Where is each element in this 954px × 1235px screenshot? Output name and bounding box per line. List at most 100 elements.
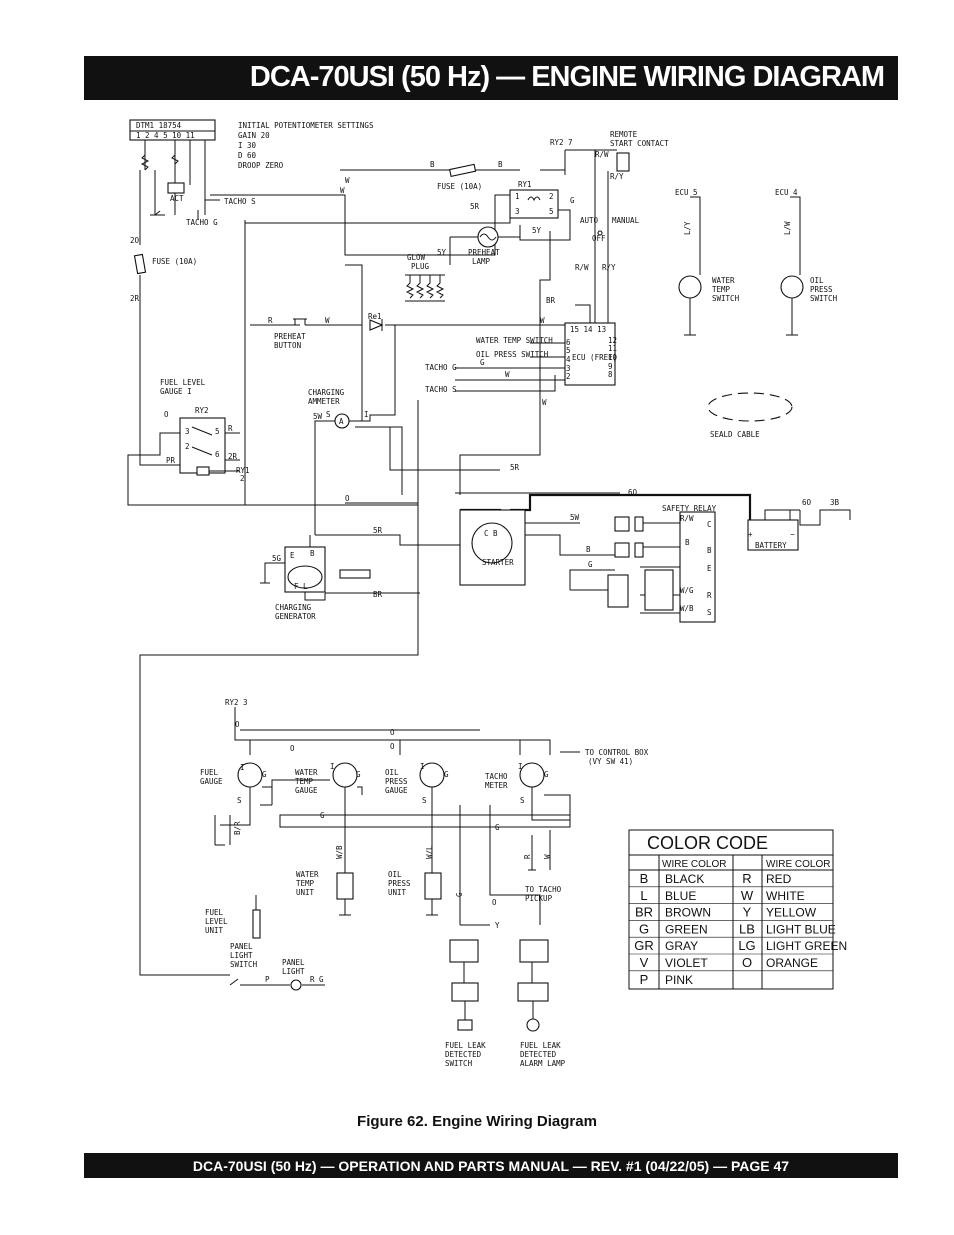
fuel-leak-switch-label-2: DETECTED <box>445 1050 482 1059</box>
color-code-left-code: G <box>639 921 649 936</box>
color-code-left-name: VIOLET <box>665 956 708 970</box>
to-tacho-label-2: PICKUP <box>525 894 553 903</box>
svg-text:6O: 6O <box>628 488 638 497</box>
svg-text:W: W <box>325 316 330 325</box>
panel-light-switch-label-2: LIGHT <box>230 951 253 960</box>
svg-text:A: A <box>339 417 344 426</box>
left-fuse-wire: 2O FUSE (10A) 2R <box>130 170 197 445</box>
color-code-right-code: O <box>742 955 752 970</box>
glow-plug-and-preheat-lamp: PREHEAT LAMP 5Y GLOW PLUG <box>405 226 520 302</box>
svg-text:2R: 2R <box>130 294 140 303</box>
panel-light-label-2: LIGHT <box>282 967 305 976</box>
governor-controller: DTM1 18754 1 2 4 5 10 11 ACT INITIAL POT… <box>129 119 374 227</box>
svg-text:R G: R G <box>310 975 324 984</box>
svg-text:R: R <box>523 854 532 859</box>
svg-text:W: W <box>505 370 510 379</box>
svg-text:G: G <box>570 196 575 205</box>
svg-text:2: 2 <box>566 372 571 381</box>
color-code-left-name: BLUE <box>665 889 696 903</box>
svg-text:R/W: R/W <box>575 263 589 272</box>
panel-light-switch-label-3: SWITCH <box>230 960 258 969</box>
panel-light-switch-label-1: PANEL <box>230 942 253 951</box>
fuel-leak-lamp-label-2: DETECTED <box>520 1050 557 1059</box>
svg-text:I: I <box>420 762 425 771</box>
svg-text:I: I <box>518 762 523 771</box>
start-contact-label: START CONTACT <box>610 139 669 148</box>
svg-text:W: W <box>340 186 345 195</box>
svg-text:5: 5 <box>566 346 571 355</box>
color-code-left-code: P <box>640 972 649 987</box>
color-code-right-code: W <box>741 888 754 903</box>
tacho-meter-label-2: METER <box>485 781 508 790</box>
svg-text:S: S <box>326 410 331 419</box>
svg-text:B: B <box>586 545 591 554</box>
svg-text:W: W <box>540 316 545 325</box>
svg-text:5: 5 <box>215 427 220 436</box>
oil-press-gauge-label-3: GAUGE <box>385 786 408 795</box>
svg-text:5G: 5G <box>272 554 282 563</box>
svg-text:G: G <box>544 770 549 779</box>
color-code-right-name: ORANGE <box>766 956 818 970</box>
preheat-button: R W W PREHEAT BUTTON Re1 <box>250 312 565 350</box>
fuel-gauge-label-1: FUEL <box>200 768 219 777</box>
tacho-g2-label: TACHO G <box>425 363 457 372</box>
center-wiring: W 5R 6O O 5R <box>139 231 638 976</box>
color-code-left-code: L <box>640 888 647 903</box>
svg-text:4: 4 <box>566 355 571 364</box>
page-header: DCA-70USI (50 Hz) — ENGINE WIRING DIAGRA… <box>84 56 898 100</box>
color-code-left-name: BROWN <box>665 906 711 920</box>
wiring-diagram-svg: DTM1 18754 1 2 4 5 10 11 ACT INITIAL POT… <box>127 119 851 1068</box>
color-code-left-code: B <box>640 871 649 886</box>
remote-label: REMOTE <box>610 130 638 139</box>
svg-text:I: I <box>364 410 369 419</box>
preheat-lamp-label-1: PREHEAT <box>468 248 500 257</box>
fuel-level-label-1: FUEL LEVEL <box>160 378 206 387</box>
svg-text:6O: 6O <box>802 498 812 507</box>
svg-text:L/W: L/W <box>783 221 792 235</box>
starter-label: STARTER <box>482 558 514 567</box>
fuel-gauge-label-2: GAUGE <box>200 777 223 786</box>
act-label: ACT <box>170 194 184 203</box>
ecu-4-label: ECU 4 <box>775 188 798 197</box>
color-code-right-code: LG <box>738 938 755 953</box>
svg-text:2: 2 <box>240 474 245 483</box>
to-tacho-label-1: TO TACHO <box>525 885 562 894</box>
ecu-switches: ECU 5 ECU 4 L/Y L/W WATER TEMP SWITCH OI… <box>675 188 838 439</box>
svg-text:O: O <box>164 410 169 419</box>
op-switch-small-label: OIL PRESS SWITCH <box>476 350 549 359</box>
preheat-lamp-label-2: LAMP <box>472 257 491 266</box>
svg-text:G: G <box>356 770 361 779</box>
charging-generator-label-1: CHARGING <box>275 603 312 612</box>
svg-text:5Y: 5Y <box>532 226 542 235</box>
color-code-right-code: Y <box>743 905 752 920</box>
re1-label: Re1 <box>368 312 382 321</box>
svg-text:PR: PR <box>166 456 176 465</box>
svg-text:5Y: 5Y <box>437 248 447 257</box>
fuel-level-label-2: GAUGE I <box>160 387 192 396</box>
svg-text:5W: 5W <box>313 412 323 421</box>
svg-text:R/W: R/W <box>595 150 609 159</box>
preheat-button-label-2: BUTTON <box>274 341 301 350</box>
water-temp-switch-label-1: WATER <box>712 276 735 285</box>
oil-press-switch-label-2: PRESS <box>810 285 833 294</box>
oil-press-unit-label-2: PRESS <box>388 879 411 888</box>
fuel-leak-switch-label-1: FUEL LEAK <box>445 1041 486 1050</box>
svg-text:3: 3 <box>566 364 571 373</box>
svg-text:B: B <box>685 538 690 547</box>
svg-text:S: S <box>237 796 242 805</box>
svg-text:I: I <box>330 762 335 771</box>
color-code-right-code: LB <box>739 921 755 936</box>
color-code-right-name: WHITE <box>766 889 805 903</box>
fuel-level-unit-label-3: UNIT <box>205 926 224 935</box>
svg-text:W/L: W/L <box>425 845 434 859</box>
off-label: OFF <box>592 234 606 243</box>
svg-text:C B: C B <box>484 529 498 538</box>
page-title: DCA-70USI (50 Hz) — ENGINE WIRING DIAGRA… <box>249 61 885 93</box>
gauge-panel: RY2 3 O O O O TO CONTROL BOX (VY SW 41) … <box>200 698 649 1068</box>
svg-text:2R: 2R <box>228 452 238 461</box>
svg-text:S: S <box>520 796 525 805</box>
svg-text:I: I <box>240 763 245 772</box>
